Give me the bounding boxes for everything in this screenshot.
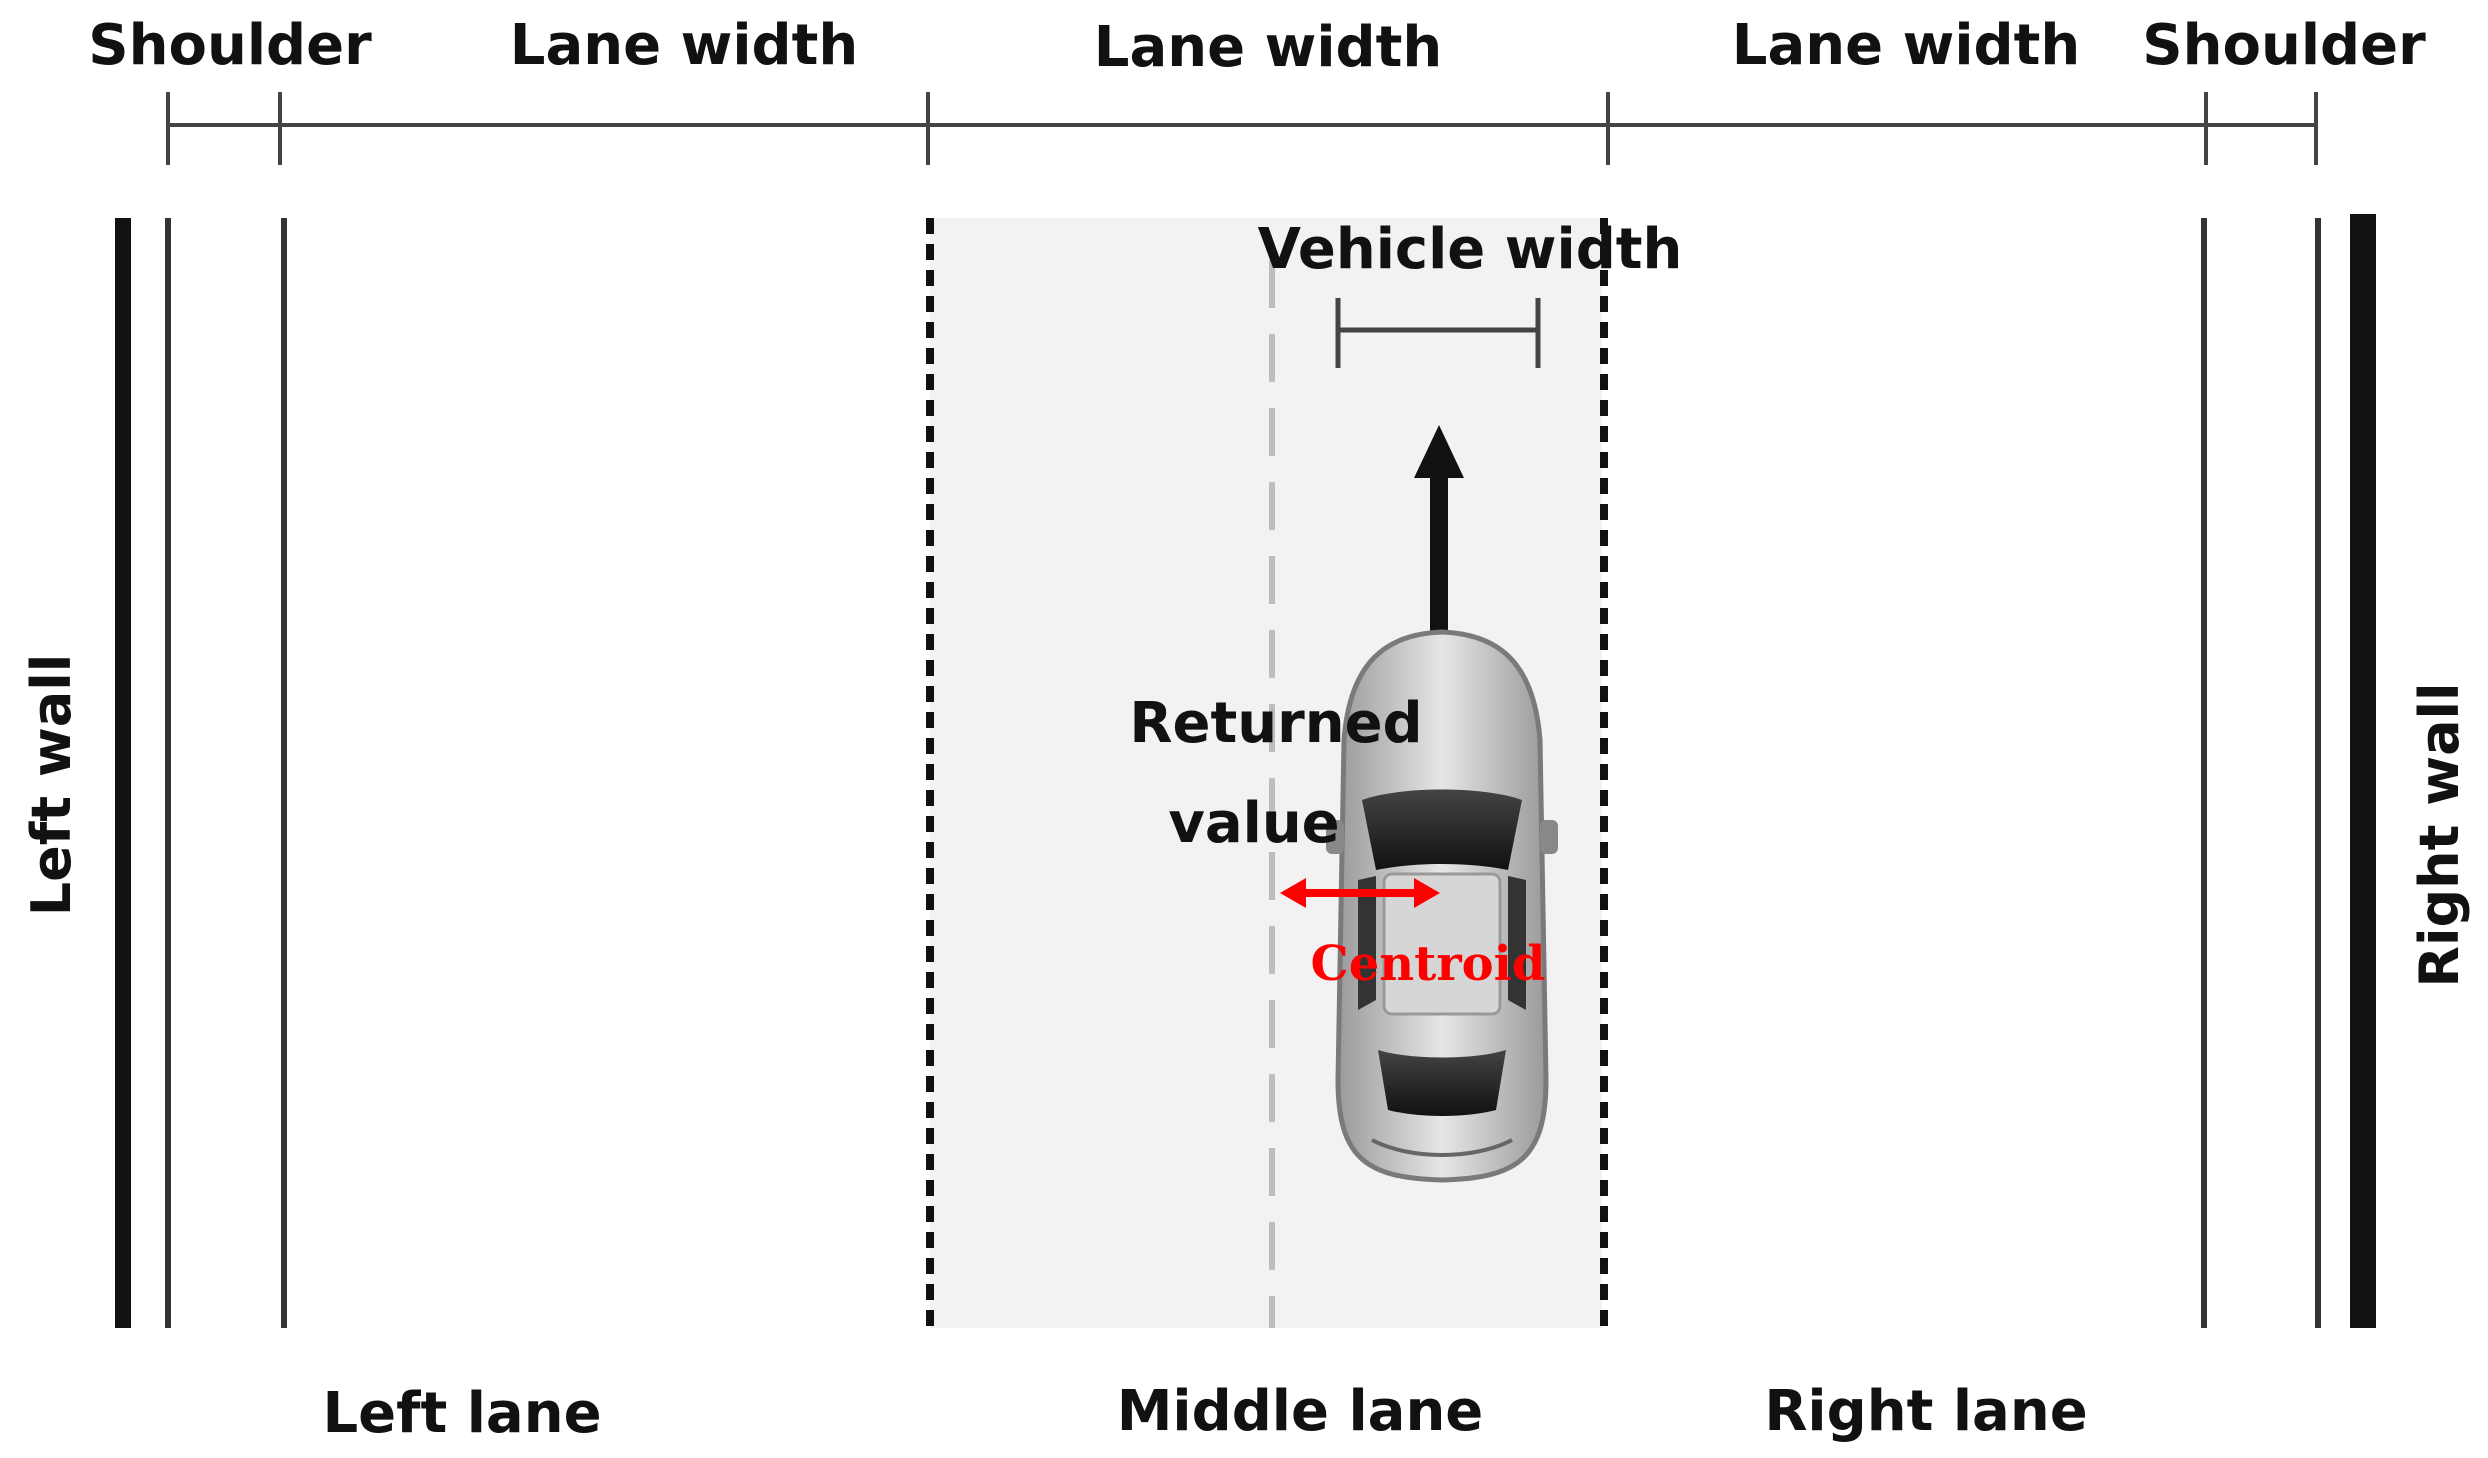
- middle-lane-label: Middle lane: [1117, 1379, 1484, 1444]
- centroid-label: Centroid: [1311, 936, 1546, 992]
- lane-width-left-label: Lane width: [510, 13, 858, 78]
- left-wall-label: Left wall: [20, 654, 83, 917]
- vehicle-width-dimension: [1335, 298, 1541, 368]
- vehicle-width-label: Vehicle width: [1258, 217, 1683, 282]
- lane-width-right-label: Lane width: [1732, 13, 2080, 78]
- right-wall-label: Right wall: [2408, 682, 2471, 987]
- shoulder-left-label: Shoulder: [88, 13, 372, 78]
- car-top-view-icon: [1326, 629, 1558, 1183]
- returned-value-label-line1: Returned: [1129, 691, 1422, 756]
- shoulder-right-label: Shoulder: [2142, 13, 2426, 78]
- lane-width-middle-label: Lane width: [1094, 15, 1442, 80]
- left-lane-label: Left lane: [322, 1381, 601, 1446]
- right-wall: [2350, 214, 2376, 1328]
- top-dimension-line: [166, 92, 2318, 165]
- right-lane-label: Right lane: [1764, 1379, 2087, 1444]
- double-arrow-icon: [1280, 878, 1440, 908]
- returned-value-label-line2: value: [1168, 791, 1339, 856]
- arrow-up-icon: [1414, 425, 1464, 635]
- left-wall: [115, 218, 131, 1328]
